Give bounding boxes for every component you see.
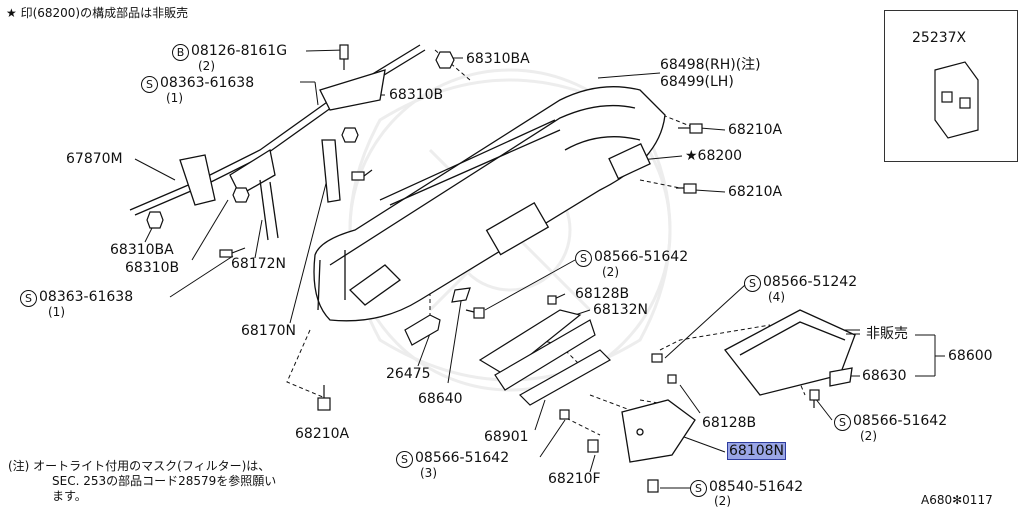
part-label-68310BA[interactable]: 68310BA <box>110 242 174 258</box>
part-label-25237X[interactable]: 25237X <box>912 30 967 46</box>
part-label-26475[interactable]: 26475 <box>386 366 431 382</box>
part-label-68499[interactable]: 68499(LH) <box>660 74 734 90</box>
part-label-68128B-2[interactable]: 68128B <box>702 415 757 431</box>
part-number: 08540-51642 <box>709 479 804 495</box>
screw-prefix-icon: S <box>396 451 413 468</box>
part-qty: (2) <box>860 429 877 443</box>
screw-prefix-icon: S <box>141 76 158 93</box>
part-label-68901[interactable]: 68901 <box>484 429 529 445</box>
part-qty: (4) <box>768 290 785 304</box>
part-label-68310B[interactable]: 68310B <box>125 260 180 276</box>
bolt-icon <box>647 479 659 493</box>
part-number: 08126-8161G <box>191 43 288 59</box>
glove-box-frame-68132N <box>478 309 596 391</box>
nut-icon <box>146 211 164 229</box>
instrument-panel-68200 <box>313 86 666 322</box>
sensor-26475 <box>404 314 441 346</box>
bolt-icon <box>651 353 663 363</box>
header-note: ★ 印(68200)の構成部品は非販売 <box>6 6 189 20</box>
footer-note-line2: SEC. 253の部品コード28579を参照願い <box>52 474 277 488</box>
screw-prefix-icon: S <box>20 290 37 307</box>
bracket-68640 <box>451 287 471 303</box>
bolt-prefix-icon: B <box>172 44 189 61</box>
part-label-68210F[interactable]: 68210F <box>548 471 601 487</box>
nut-icon <box>232 187 250 203</box>
inset-frame <box>884 10 1018 162</box>
part-qty: (1) <box>48 305 65 319</box>
part-number: 08363-61638 <box>160 75 255 91</box>
bolt-icon <box>219 247 246 258</box>
diagram-code: A680✻0117 <box>921 493 993 507</box>
nut-icon <box>341 127 359 143</box>
screw-prefix-icon: S <box>690 480 707 497</box>
bolt-icon <box>587 439 599 453</box>
part-label-68210A-2[interactable]: 68210A <box>728 184 783 200</box>
part-label-68498[interactable]: 68498(RH)(注) <box>660 57 761 73</box>
striker-68901 <box>519 349 611 406</box>
part-number: 08566-51642 <box>853 413 948 429</box>
part-label-68200[interactable]: ★68200 <box>685 148 743 164</box>
part-label-68132N[interactable]: 68132N <box>593 302 649 318</box>
bolt-icon <box>559 409 570 420</box>
part-number: 08566-51642 <box>594 249 689 265</box>
part-qty: (2) <box>198 59 215 73</box>
bolt-icon <box>317 385 331 411</box>
bolt-icon <box>351 169 373 181</box>
part-label-68640[interactable]: 68640 <box>418 391 463 407</box>
part-label-68210A-3[interactable]: 68210A <box>295 426 350 442</box>
screw-prefix-icon: S <box>744 275 761 292</box>
part-label-68600[interactable]: 68600 <box>948 348 993 364</box>
nut-icon <box>667 374 677 384</box>
fasteners <box>146 44 820 493</box>
part-label-68210A-1[interactable]: 68210A <box>728 122 783 138</box>
part-number: 08363-61638 <box>39 289 134 305</box>
bolt-icon <box>465 307 485 319</box>
part-label-68310BA-top[interactable]: 68310BA <box>466 51 530 67</box>
part-label-68128B-1[interactable]: 68128B <box>575 286 630 302</box>
part-qty: (3) <box>420 466 437 480</box>
nut-icon <box>435 51 455 69</box>
part-label-68310B-top[interactable]: 68310B <box>389 87 444 103</box>
glove-box-lid-68108N <box>621 399 696 463</box>
bolt-icon <box>678 123 703 134</box>
part-label-68170N[interactable]: 68170N <box>241 323 297 339</box>
part-label-68108N[interactable]: 68108N <box>727 442 787 460</box>
screw-prefix-icon: S <box>575 250 592 267</box>
part-number: 08566-51242 <box>763 274 858 290</box>
bolt-icon <box>676 183 697 194</box>
not-sold-label: 非販売 <box>866 326 908 342</box>
screw-prefix-icon: S <box>834 414 851 431</box>
part-label-68172N[interactable]: 68172N <box>231 256 287 272</box>
footer-note-line3: ます。 <box>52 489 87 503</box>
part-label-68630[interactable]: 68630 <box>862 368 907 384</box>
steering-member-67870M <box>129 44 426 241</box>
nut-icon <box>547 295 557 305</box>
part-qty: (2) <box>602 265 619 279</box>
bolt-icon <box>809 389 820 408</box>
glove-box-68600 <box>724 309 856 396</box>
footer-note-line1: (注) オートライト付用のマスク(フィルター)は、 <box>8 459 271 473</box>
part-qty: (2) <box>714 494 731 508</box>
bolt-icon <box>339 44 349 70</box>
highlighted-part-number: 68108N <box>727 442 787 460</box>
part-label-67870M[interactable]: 67870M <box>66 151 123 167</box>
bracket-25237X <box>934 61 979 139</box>
part-number: 08566-51642 <box>415 450 510 466</box>
part-qty: (1) <box>166 91 183 105</box>
